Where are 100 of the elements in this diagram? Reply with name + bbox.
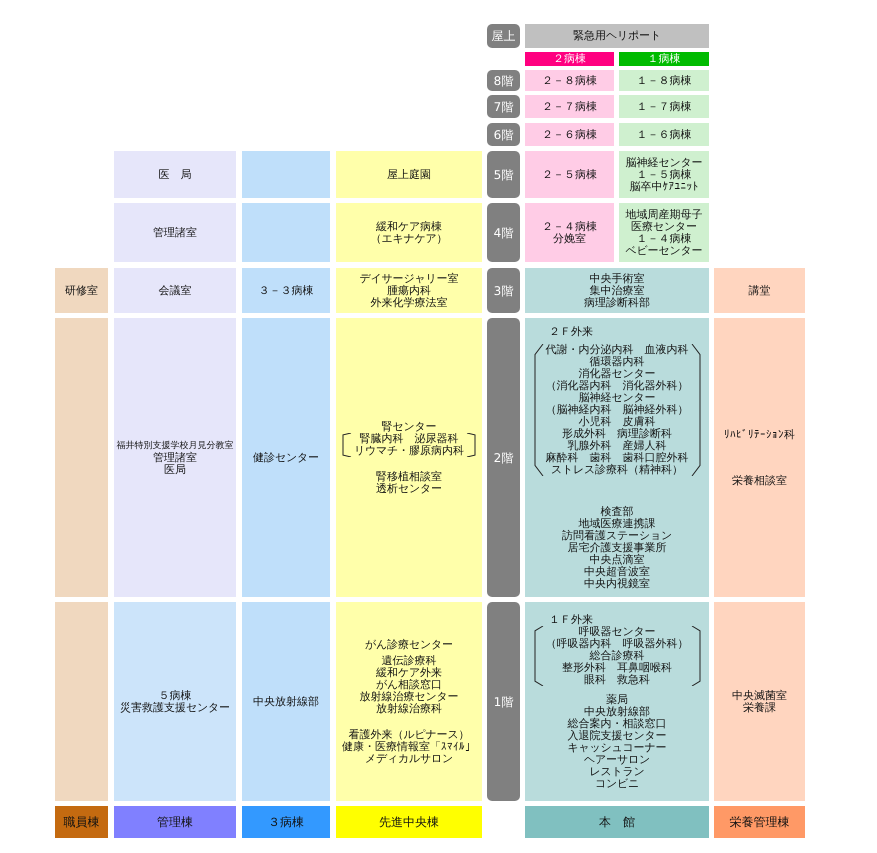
room-label: 2階	[494, 452, 514, 464]
room-cell	[525, 70, 614, 91]
room-label: ベビーセンター	[626, 244, 702, 256]
room-label: 眼科 救急科	[584, 674, 650, 686]
room-label: ５病棟	[158, 690, 192, 702]
room-cell	[114, 602, 236, 801]
room-label: 本 館	[599, 816, 635, 828]
room-cell	[55, 268, 108, 313]
room-label: 麻酔科 歯科 歯科口腔外科	[546, 452, 688, 464]
room-label: ２Ｆ外来	[549, 326, 593, 338]
room-label: ２－７病棟	[542, 100, 597, 112]
room-label: 検査部	[600, 506, 634, 518]
room-cell	[714, 268, 805, 313]
room-cell	[336, 151, 482, 198]
room-label: 6階	[494, 128, 514, 140]
room-cell	[336, 602, 482, 801]
room-label: ３－３病棟	[258, 284, 314, 296]
room-label: 栄養相談室	[732, 474, 787, 486]
room-label: 腎センター	[382, 420, 436, 432]
room-label: 代謝・内分泌内科 血液内科	[546, 344, 688, 356]
room-label: 形成外科 病理診断科	[562, 428, 672, 440]
room-label: １病棟	[648, 53, 680, 65]
room-label: １Ｆ外来	[549, 614, 593, 626]
room-cell	[714, 318, 805, 597]
room-label: （呼吸器内科 呼吸器外科）	[546, 638, 688, 650]
room-cell	[619, 203, 709, 262]
room-label: 中央放射線部	[584, 706, 650, 718]
room-label: 放射線治療科	[376, 702, 442, 714]
room-cell	[336, 268, 482, 313]
room-label: １－７病棟	[636, 100, 692, 112]
room-label: 中央内視鏡室	[584, 578, 650, 590]
room-label: 緊急用ヘリポート	[573, 30, 661, 42]
room-cell	[114, 268, 236, 313]
room-label: 災害救護支援センター	[120, 702, 230, 714]
room-label: 地域周産期母子医療センター	[624, 208, 704, 232]
room-cell	[619, 151, 709, 198]
room-label: 先進中央棟	[379, 816, 439, 828]
room-cell	[525, 151, 614, 198]
room-label: 7階	[494, 100, 514, 112]
ward-header	[619, 52, 709, 66]
room-cell	[525, 203, 614, 262]
room-label: １－８病棟	[636, 74, 692, 86]
room-label: 透析センター	[376, 482, 442, 494]
room-label: 腫瘍内科	[387, 284, 431, 296]
room-label: 屋上庭園	[387, 168, 431, 180]
room-label: 緩和ケア病棟	[376, 220, 442, 232]
room-label: ２病棟	[553, 53, 586, 65]
floor-label	[487, 318, 520, 597]
room-cell	[336, 203, 482, 262]
room-cell	[525, 318, 709, 597]
room-label: 小児科 皮膚科	[578, 416, 656, 428]
room-label: 屋上	[492, 30, 516, 42]
room-label: 総合診療科	[590, 650, 644, 662]
room-label: 8階	[494, 74, 514, 86]
room-cell	[114, 318, 236, 597]
empty-cell	[55, 602, 108, 801]
room-cell	[619, 70, 709, 91]
empty-cell	[242, 151, 330, 198]
room-label: ２－６病棟	[542, 128, 597, 140]
room-label: （エキナケア）	[370, 232, 448, 244]
room-label: メディカルサロン	[365, 752, 453, 764]
room-cell	[619, 95, 709, 118]
room-label: 職員棟	[64, 816, 100, 828]
room-cell	[242, 602, 330, 801]
heliport-cell	[525, 24, 709, 48]
empty-cell	[55, 318, 108, 597]
room-label: 居宅介護支援事業所	[568, 542, 666, 554]
room-cell	[525, 268, 709, 313]
room-cell	[525, 95, 614, 118]
room-cell	[242, 318, 330, 597]
room-cell	[525, 123, 614, 146]
room-label: 集中治療室	[590, 284, 644, 296]
room-label: 整形外科 耳鼻咽喉科	[562, 662, 672, 674]
room-label: 中央手術室	[590, 272, 644, 284]
room-label: （脳神経内科 脳神経外科）	[546, 404, 688, 416]
floor-label	[487, 268, 520, 313]
room-label: 地域医療連携課	[578, 518, 656, 530]
room-label: 腎移植相談室	[376, 470, 442, 482]
building-label	[114, 806, 236, 838]
room-label: 管理棟	[157, 816, 193, 828]
room-label: キャッシュコーナー	[568, 742, 666, 754]
floor-label	[487, 602, 520, 801]
floor-label	[487, 70, 520, 91]
room-label: １－４病棟	[636, 232, 692, 244]
room-label: ヘアーサロン	[584, 754, 650, 766]
room-label: ２－５病棟	[542, 168, 597, 180]
room-label: 呼吸器センター	[578, 626, 656, 638]
room-label: 薬局	[606, 694, 628, 706]
room-label: 訪問看護ステーション	[562, 530, 672, 542]
room-label: レストラン	[590, 766, 644, 778]
room-cell	[336, 318, 482, 597]
building-label	[55, 806, 108, 838]
room-label: 脳神経センター	[578, 392, 656, 404]
room-label: コンビニ	[595, 778, 639, 790]
room-label: 3階	[494, 284, 514, 296]
room-cell	[714, 602, 805, 801]
room-label: 病理診断科部	[584, 296, 650, 308]
room-label: 中央点滴室	[590, 554, 644, 566]
room-label: 腎臓内科 泌尿器科	[360, 432, 458, 444]
room-cell	[525, 602, 709, 801]
